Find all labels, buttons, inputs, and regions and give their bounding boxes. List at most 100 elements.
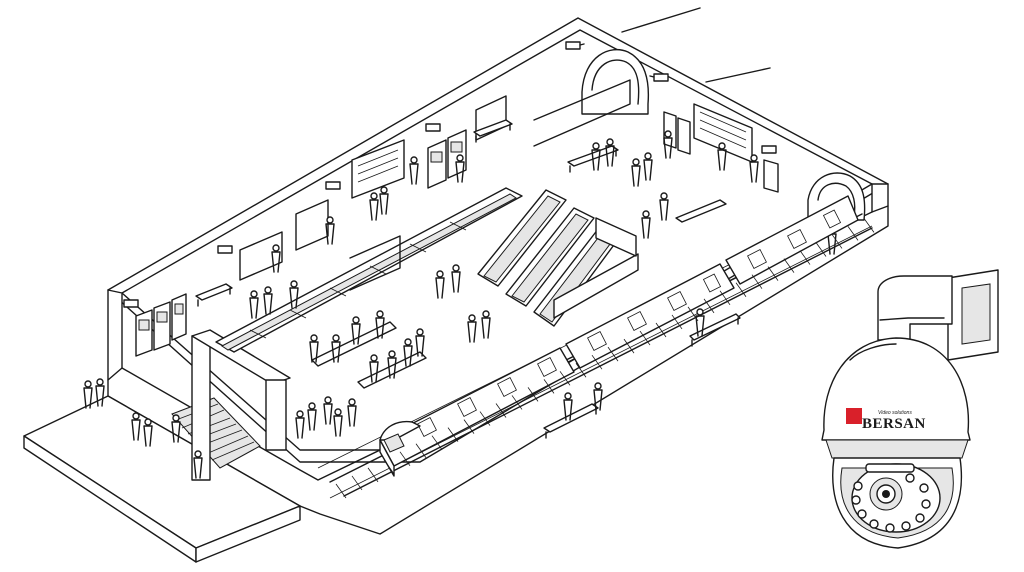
security-camera-icon xyxy=(325,181,341,190)
logo-wordmark: BERSAN xyxy=(862,416,926,432)
ticket-machine-icon xyxy=(677,117,691,155)
person-figure xyxy=(375,310,385,339)
person-figure xyxy=(379,186,389,215)
rail-sleeper xyxy=(335,483,347,499)
logo-tagline: Video solutions xyxy=(878,410,912,416)
person-figure xyxy=(325,216,335,245)
bench-icon xyxy=(195,283,233,307)
person-figure xyxy=(289,280,299,309)
bersan-logo: Video solutions BERSAN xyxy=(846,408,926,432)
person-figure xyxy=(605,138,615,167)
camera-arm xyxy=(877,275,953,341)
security-camera-icon xyxy=(217,245,233,254)
person-figure xyxy=(131,412,141,441)
rail-sleeper xyxy=(847,226,859,241)
person-figure xyxy=(717,142,727,171)
rail-sleeper xyxy=(687,306,699,322)
escalator-icon xyxy=(505,207,595,307)
person-figure xyxy=(467,314,477,343)
ticket-machine-icon xyxy=(135,309,153,357)
person-figure xyxy=(663,130,673,159)
person-figure xyxy=(323,396,333,425)
rail-sleeper xyxy=(447,427,459,442)
person-figure xyxy=(641,210,651,239)
rail-sleeper xyxy=(463,419,475,434)
ticket-machine-icon xyxy=(153,301,171,351)
passengers xyxy=(83,130,837,479)
person-figure xyxy=(193,450,203,479)
bench-icon xyxy=(473,119,513,143)
person-figure xyxy=(659,192,669,221)
rail-sleeper xyxy=(735,282,747,297)
person-figure xyxy=(263,286,273,315)
person-figure xyxy=(95,378,105,407)
rail-sleeper xyxy=(623,338,635,354)
ticket-machines xyxy=(135,111,779,357)
person-figure xyxy=(631,158,641,187)
info-board-icon xyxy=(693,103,753,163)
person-figure xyxy=(171,414,181,443)
mezzanine-walkway xyxy=(215,79,631,353)
ticket-machine-icon xyxy=(427,139,447,189)
person-figure xyxy=(347,398,357,427)
wall-cameras xyxy=(123,41,777,308)
rail-sleeper xyxy=(399,451,411,467)
person-figure xyxy=(643,152,653,181)
security-camera-icon xyxy=(565,41,585,50)
rail-sleeper xyxy=(607,346,619,362)
wall-info-boards xyxy=(239,95,753,281)
rail-sleeper xyxy=(559,371,571,386)
rail-sleeper xyxy=(799,250,811,265)
rail-sleeper xyxy=(703,298,715,314)
person-figure xyxy=(351,316,361,345)
rail-sleeper xyxy=(367,467,379,483)
person-figure xyxy=(333,408,343,437)
person-figure xyxy=(403,338,413,367)
person-figure xyxy=(295,410,305,439)
security-camera-icon xyxy=(425,123,441,132)
person-figure xyxy=(271,244,281,273)
person-figure xyxy=(83,380,93,409)
rail-sleeper xyxy=(863,218,875,233)
rail-sleeper xyxy=(831,234,843,249)
security-camera-icon xyxy=(649,73,669,82)
metro-train xyxy=(329,195,875,499)
escalators xyxy=(477,189,639,327)
security-camera-icon xyxy=(761,145,777,154)
person-figure xyxy=(415,328,425,357)
person-figure xyxy=(455,154,465,183)
ptz-camera: Video solutions BERSAN xyxy=(821,269,999,549)
ticket-machine-icon xyxy=(171,293,187,341)
rail-sleeper xyxy=(639,330,651,346)
person-figure xyxy=(563,392,573,421)
rail-sleeper xyxy=(719,290,731,306)
rail-sleeper xyxy=(351,475,363,491)
person-figure xyxy=(387,350,397,379)
person-figure xyxy=(331,334,341,363)
rail-sleeper xyxy=(575,363,587,378)
rail-sleeper xyxy=(495,403,507,418)
person-figure xyxy=(307,402,317,431)
person-figure xyxy=(249,290,259,319)
rail-sleeper xyxy=(527,387,539,402)
rail-sleeper xyxy=(543,379,555,394)
person-figure xyxy=(409,156,419,185)
person-figure xyxy=(143,418,153,447)
rail-sleeper xyxy=(591,354,603,370)
person-figure xyxy=(481,310,491,339)
wall-poster xyxy=(239,231,283,281)
rail-sleeper xyxy=(415,443,427,458)
info-board-icon xyxy=(351,139,405,199)
entrance-stairs xyxy=(23,329,301,563)
person-figure xyxy=(695,308,705,337)
rail-sleeper xyxy=(767,266,779,281)
rail-sleeper xyxy=(511,395,523,410)
escalator-icon xyxy=(477,189,567,287)
person-figure xyxy=(369,192,379,221)
rail-sleeper xyxy=(655,322,667,338)
person-figure xyxy=(369,354,379,383)
ir-led-ring xyxy=(851,473,931,533)
person-figure xyxy=(309,334,319,363)
person-figure xyxy=(435,270,445,299)
